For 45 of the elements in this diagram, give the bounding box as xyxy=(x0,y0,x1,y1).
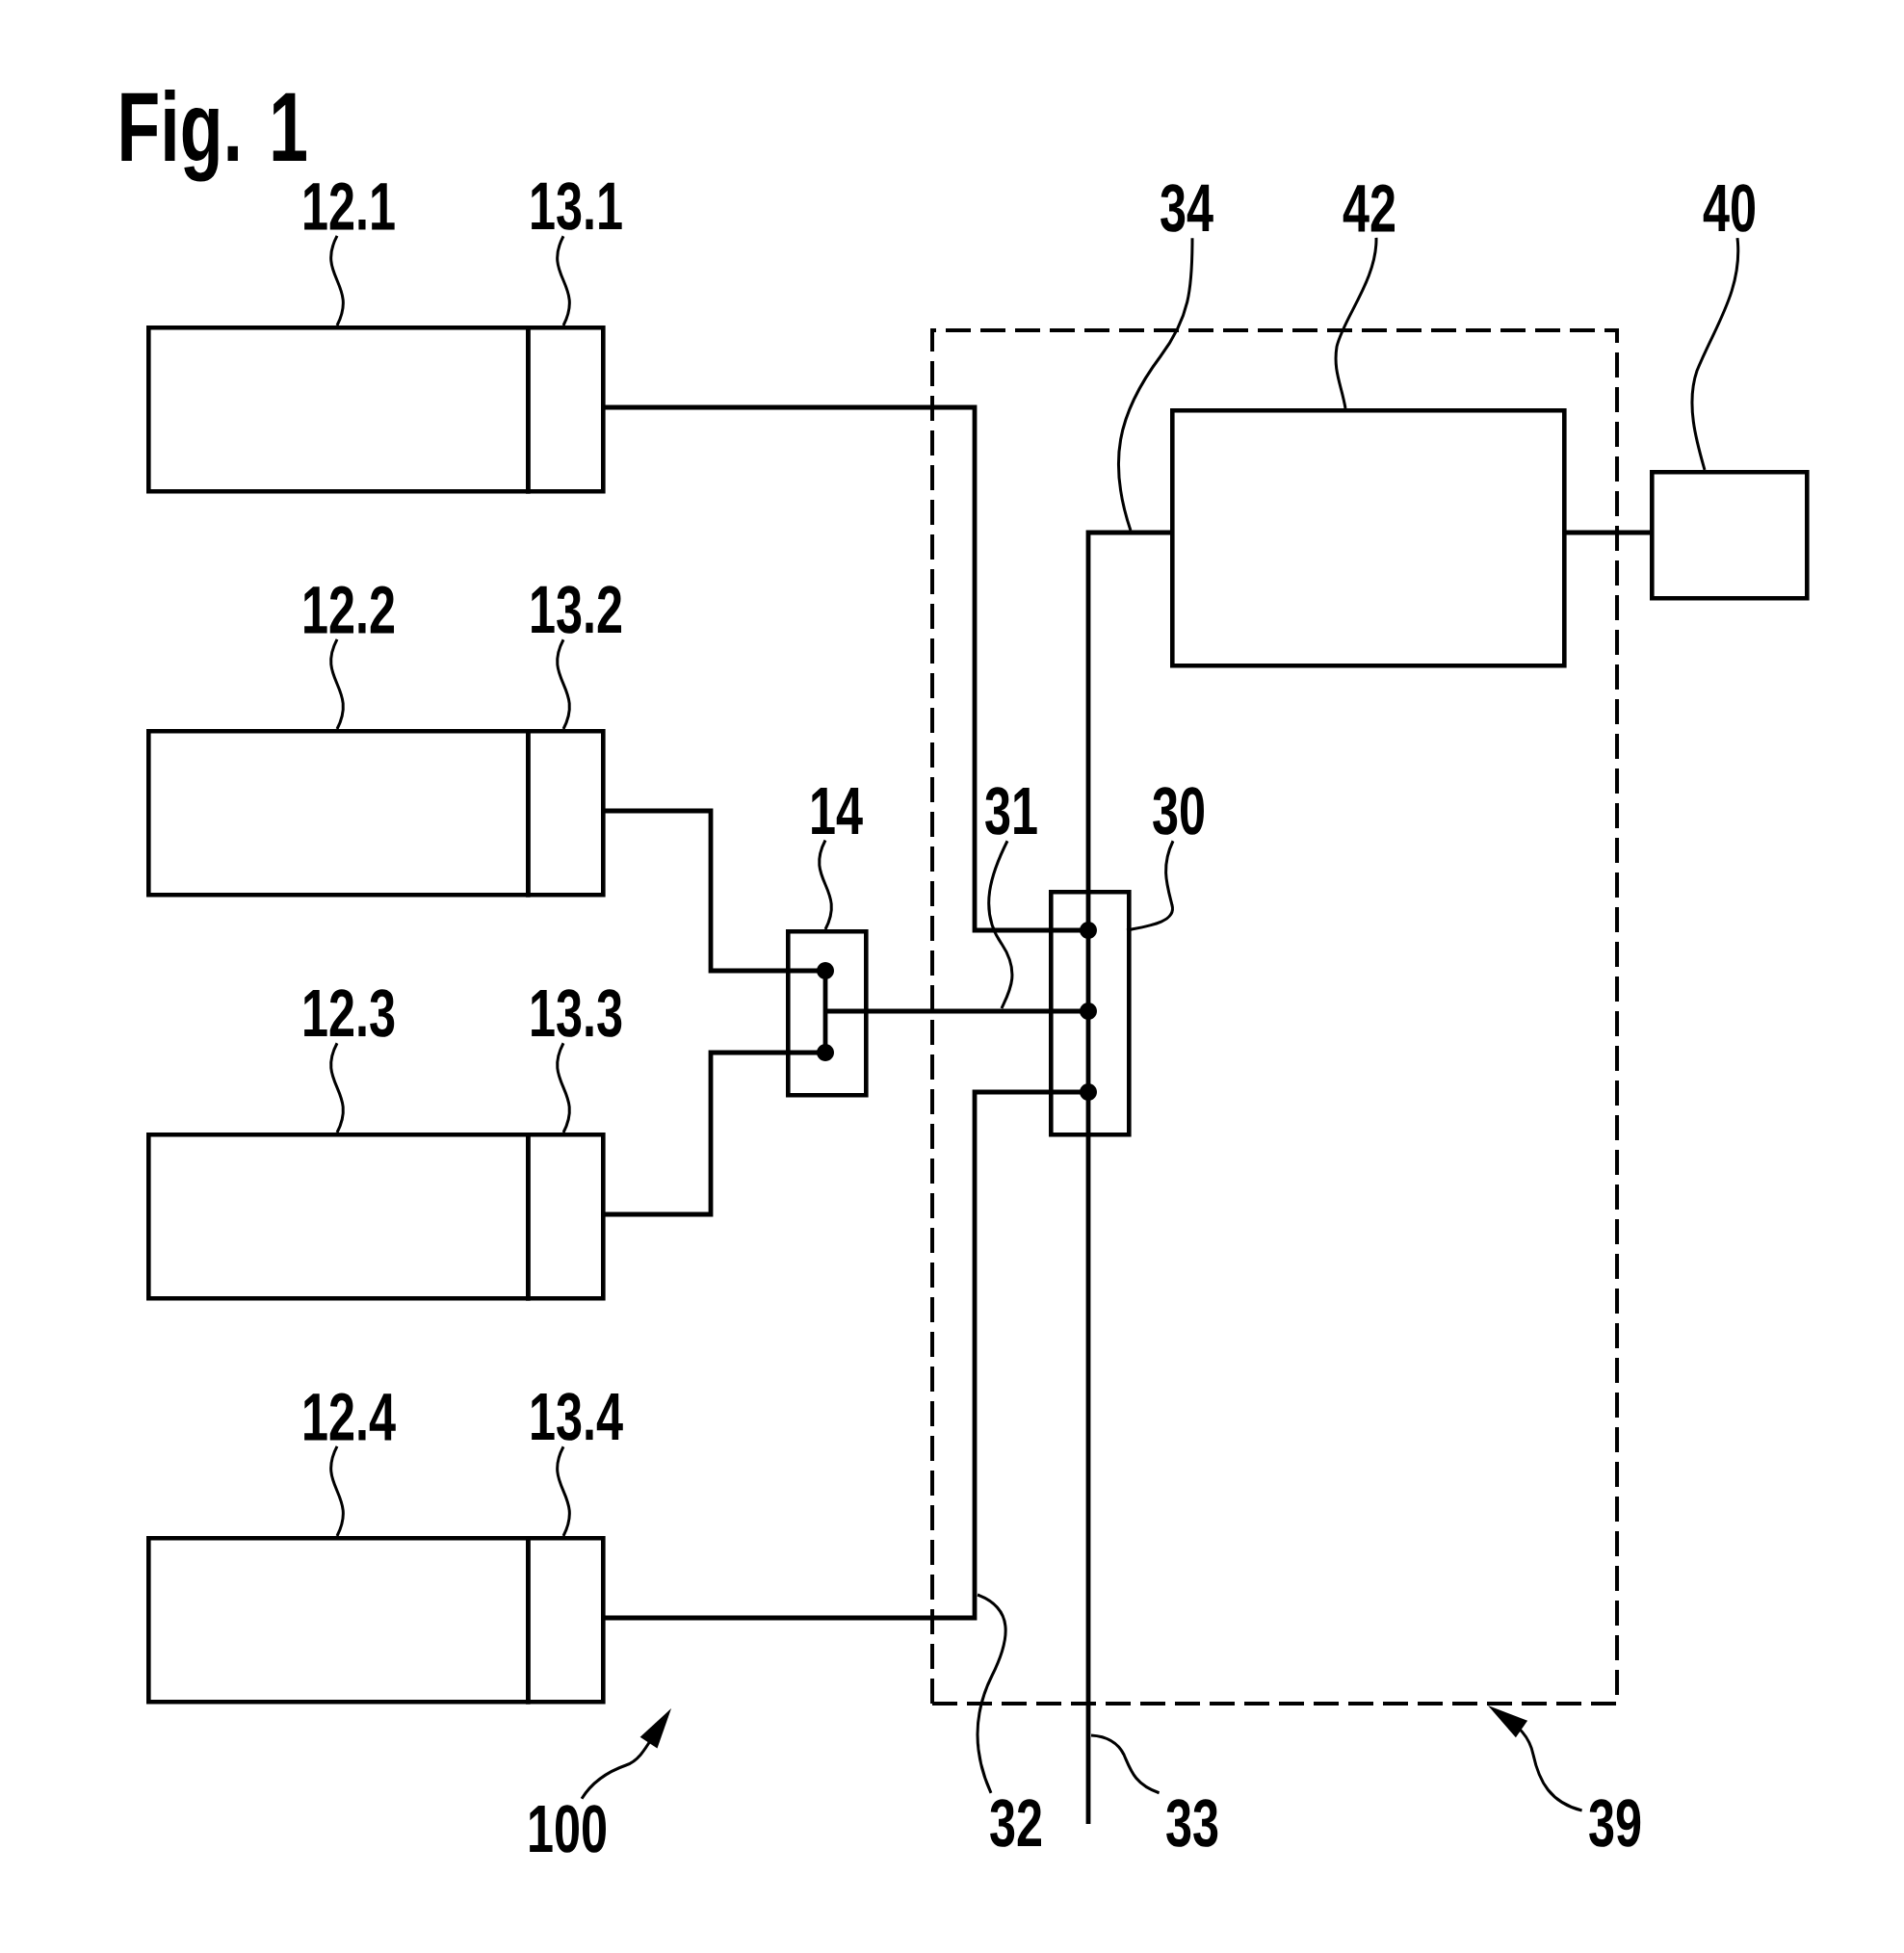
leader-line xyxy=(976,1593,1007,1794)
unit-box xyxy=(1170,408,1567,668)
leader-line xyxy=(1126,840,1175,932)
connector-box xyxy=(526,1133,606,1301)
reference-numeral: 39 xyxy=(1589,1799,1641,1847)
leader-line xyxy=(1334,237,1378,409)
reference-numeral: 32 xyxy=(990,1799,1041,1847)
leader-line xyxy=(1690,238,1740,471)
reference-numeral: 34 xyxy=(1161,184,1213,232)
leader-line xyxy=(329,638,345,730)
reference-numeral: 13.2 xyxy=(532,586,621,634)
reference-numeral: 31 xyxy=(985,787,1037,835)
unit-box xyxy=(1650,470,1810,601)
reference-numeral: 42 xyxy=(1343,184,1395,232)
figure-title: Fig. 1 xyxy=(121,90,306,182)
leader-arrow xyxy=(580,1708,671,1800)
reference-numeral: 13.1 xyxy=(532,182,622,230)
leader-line xyxy=(329,235,345,326)
reference-numeral: 13.3 xyxy=(532,989,622,1037)
dashed-boundary-box xyxy=(930,328,1619,1706)
leader-line xyxy=(1090,1733,1161,1795)
connector-box xyxy=(526,1536,606,1705)
leader-line xyxy=(329,1042,345,1133)
leader-line xyxy=(556,235,571,326)
reference-numeral: 33 xyxy=(1166,1799,1218,1847)
connector-box xyxy=(526,729,606,898)
bus-line xyxy=(1085,530,1170,890)
connector-box xyxy=(526,326,606,494)
leader-line xyxy=(818,839,833,930)
leader-line xyxy=(556,638,571,730)
leader-line xyxy=(329,1445,345,1537)
leader-line xyxy=(987,840,1014,1009)
reference-numeral: 12.4 xyxy=(304,1393,396,1441)
reference-numeral: 12.1 xyxy=(304,182,395,230)
reference-numeral: 12.3 xyxy=(304,989,395,1037)
leader-arrow xyxy=(1488,1706,1582,1812)
reference-numeral: 40 xyxy=(1703,184,1755,232)
reference-numeral: 14 xyxy=(812,787,863,835)
reference-numeral: 12.2 xyxy=(304,586,394,634)
reference-numeral: 13.4 xyxy=(532,1393,623,1441)
reference-numeral: 100 xyxy=(530,1805,606,1853)
leader-line xyxy=(1116,238,1194,532)
leader-line xyxy=(556,1042,571,1133)
leader-line xyxy=(556,1445,571,1537)
reference-numeral: 30 xyxy=(1153,787,1204,835)
